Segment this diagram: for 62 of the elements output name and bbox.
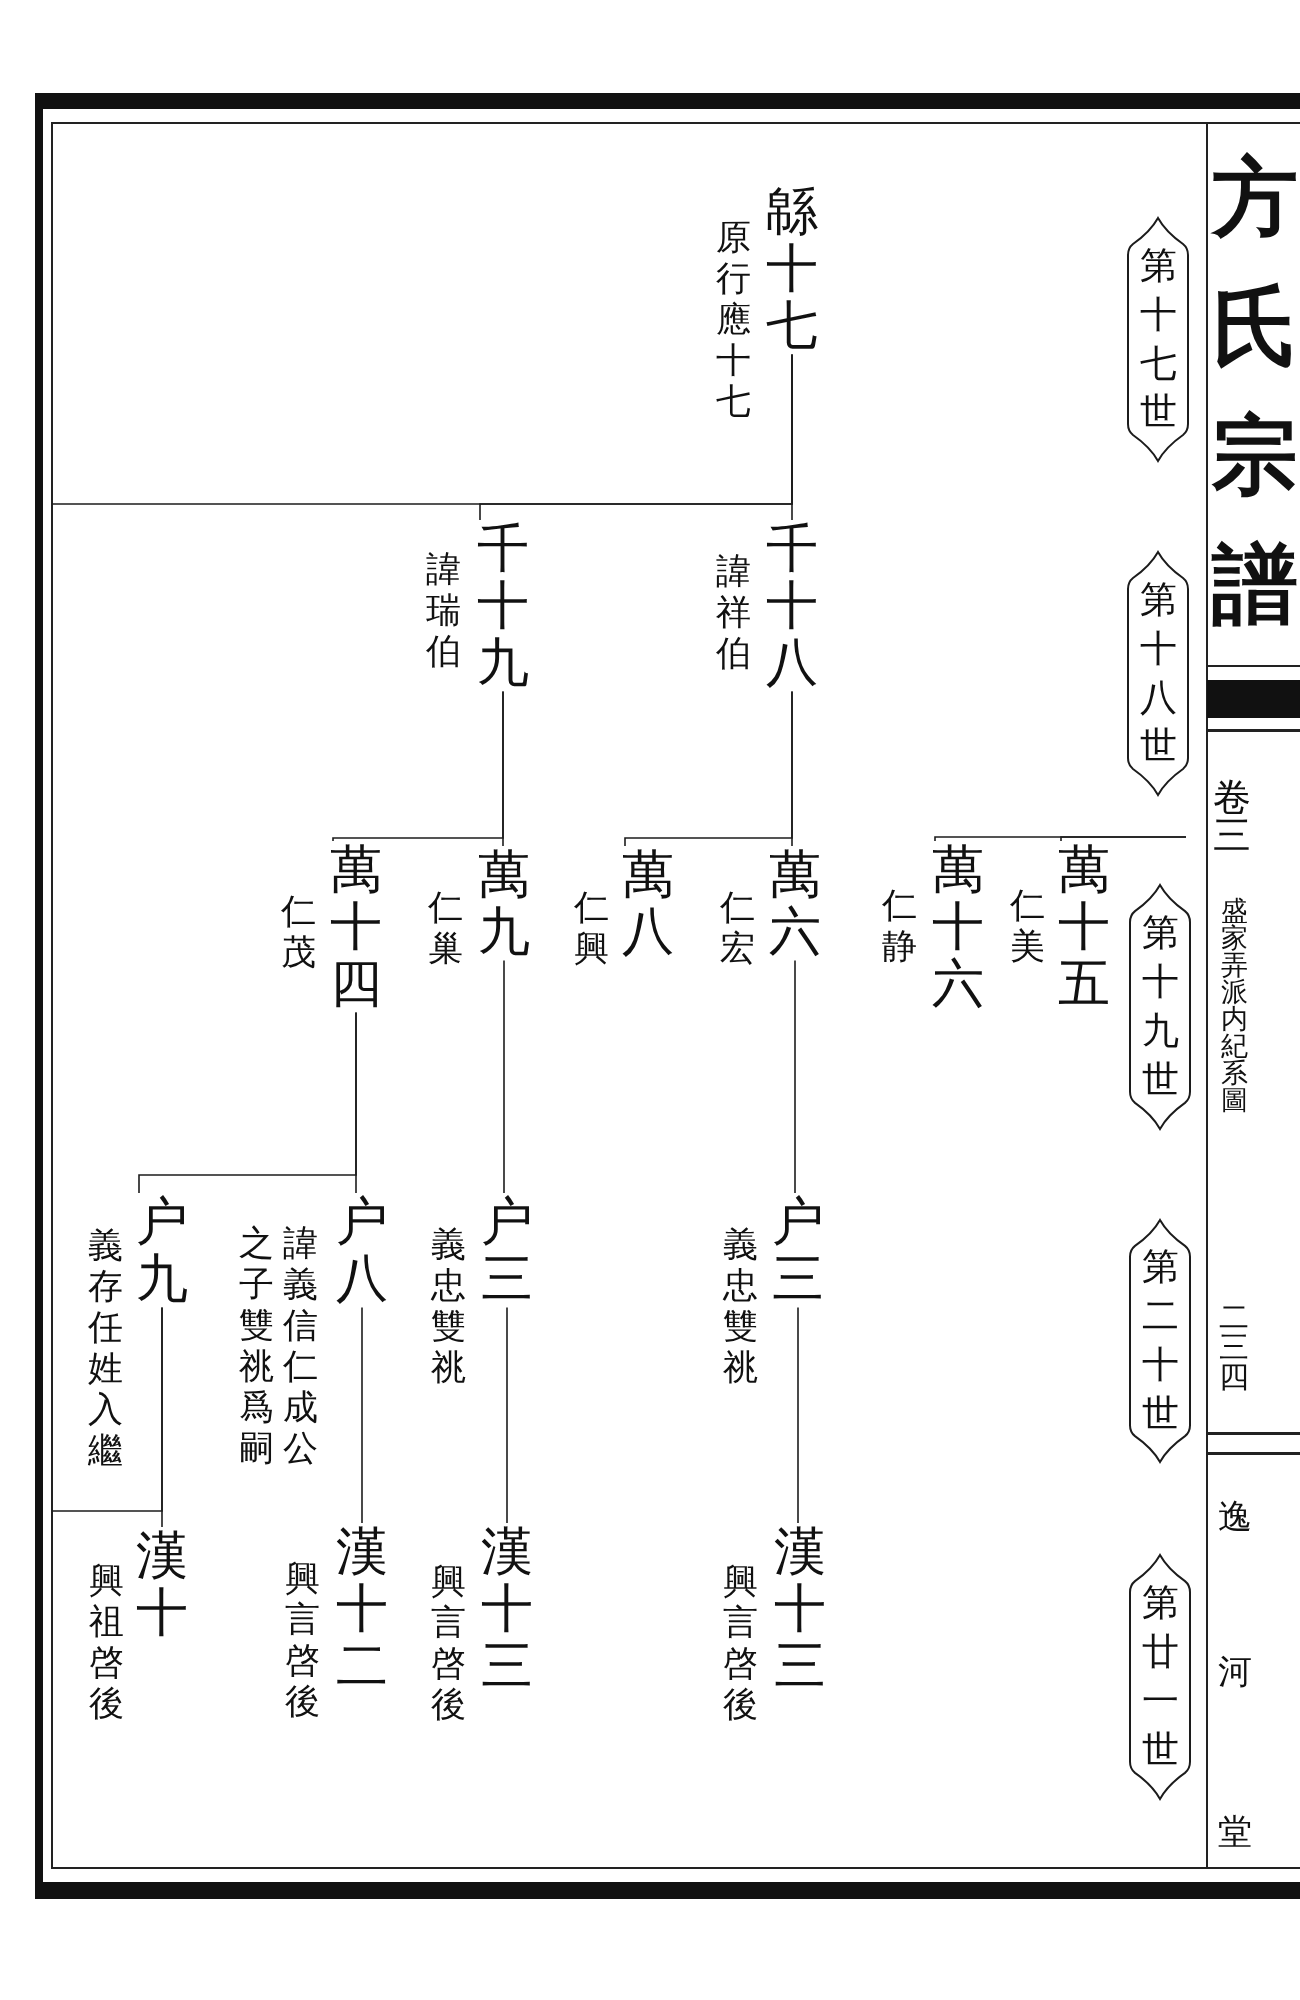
generation-cartouche xyxy=(1127,551,1189,796)
person-name: 户三 xyxy=(772,1193,824,1308)
person-note: 義存任姓入繼 xyxy=(88,1226,123,1472)
person-note: 仁興 xyxy=(574,888,609,970)
lineage-line xyxy=(797,1306,799,1524)
person-note: 仁巢 xyxy=(428,888,463,970)
person-name: 萬九 xyxy=(478,846,530,961)
person-name: 户三 xyxy=(481,1193,533,1308)
lineage-line xyxy=(138,1011,357,1194)
person-name: 千十八 xyxy=(766,520,818,692)
person-note: 仁茂 xyxy=(281,892,316,974)
person-name: 萬十六 xyxy=(932,841,984,1013)
lineage-line xyxy=(506,1306,508,1524)
person-name: 萬十四 xyxy=(330,841,382,1013)
person-name: 漢十三 xyxy=(481,1523,533,1695)
generation-cartouche xyxy=(1129,1219,1191,1463)
lineage-line xyxy=(51,353,793,505)
person-note: 仁宏 xyxy=(720,888,755,970)
person-name: 漢十二 xyxy=(336,1523,388,1695)
generation-label: 第十九世 xyxy=(1141,911,1179,1102)
person-note: 諱祥伯 xyxy=(716,552,751,675)
hall-name: 河 xyxy=(1218,1653,1252,1691)
generation-label: 第十八世 xyxy=(1139,577,1177,769)
person-note: 仁美 xyxy=(1010,886,1045,968)
chart-subtitle: 盛家弄派内紀系圖 xyxy=(1221,898,1248,1114)
page-number: 二三四 xyxy=(1219,1302,1249,1392)
person-note: 原行應十七 xyxy=(716,218,751,423)
lineage-line xyxy=(332,690,504,842)
hall-name: 堂 xyxy=(1218,1813,1252,1851)
lineage-line xyxy=(934,836,1187,842)
person-name: 漢十 xyxy=(136,1527,188,1642)
generation-label: 第十七世 xyxy=(1139,243,1177,435)
generation-cartouche xyxy=(1129,1554,1191,1800)
volume-number: 卷三 xyxy=(1213,778,1251,854)
generation-label: 第二十世 xyxy=(1141,1245,1179,1436)
person-name: 萬八 xyxy=(622,846,674,961)
person-note: 義忠雙祧 xyxy=(431,1225,466,1389)
person-note: 興言啓後 xyxy=(285,1559,320,1723)
person-note: 仁静 xyxy=(882,886,917,968)
generation-label: 第廿一世 xyxy=(1141,1581,1179,1772)
hall-name: 逸 xyxy=(1218,1498,1252,1536)
generation-cartouche xyxy=(1127,217,1189,462)
person-note: 興祖啓後 xyxy=(89,1561,124,1725)
lineage-line xyxy=(794,959,796,1194)
person-name: 户八 xyxy=(336,1193,388,1308)
person-name: 户九 xyxy=(136,1193,188,1308)
person-name: 漢十三 xyxy=(774,1523,826,1695)
person-note: 興言啓後 xyxy=(431,1562,466,1726)
page-title: 方氏宗譜 xyxy=(1212,149,1298,635)
person-name: 千十九 xyxy=(477,520,529,692)
lineage-line xyxy=(503,959,505,1194)
person-note: 諱瑞伯 xyxy=(426,550,461,673)
person-name: 萬六 xyxy=(769,846,821,961)
person-note: 諱義信仁成公之子雙祧爲嗣 xyxy=(239,1224,318,1470)
generation-cartouche xyxy=(1129,884,1191,1130)
person-name: 緜十七 xyxy=(766,183,818,355)
lineage-line xyxy=(361,1306,363,1524)
person-note: 義忠雙祧 xyxy=(723,1225,758,1389)
person-name: 萬十五 xyxy=(1058,841,1110,1013)
lineage-line xyxy=(624,690,793,847)
lineage-line xyxy=(51,1306,163,1512)
person-note: 興言啓後 xyxy=(723,1562,758,1726)
